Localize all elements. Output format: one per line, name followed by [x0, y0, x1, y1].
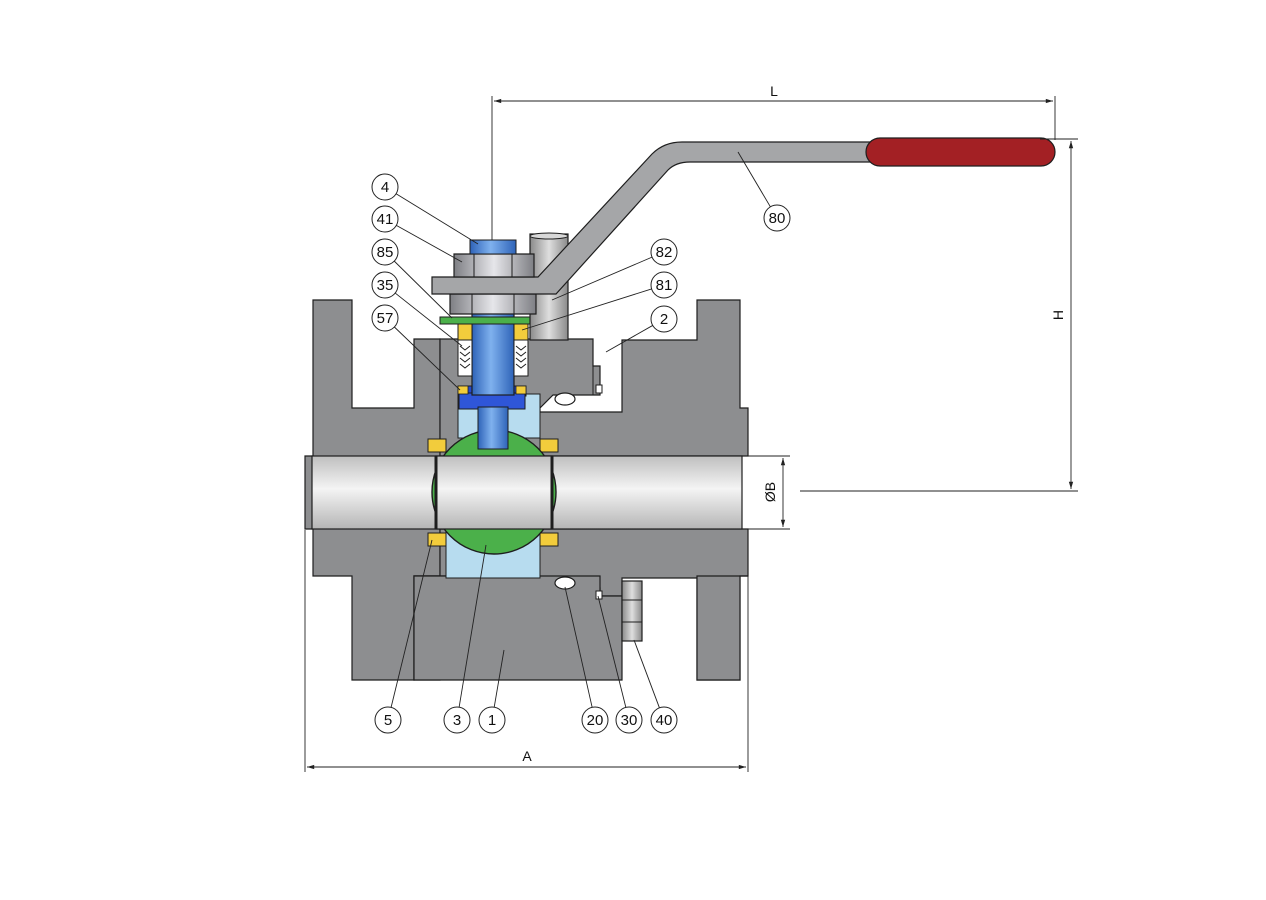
callout-leader [564, 586, 593, 708]
callout-30: 30 [597, 595, 643, 734]
callout-balloon [581, 706, 609, 734]
callout-82: 82 [551, 238, 678, 301]
callout-leader [396, 224, 463, 263]
stem-nut [453, 239, 535, 278]
callout-balloon [371, 238, 399, 266]
callout-balloon [371, 173, 399, 201]
callout-balloon [650, 238, 678, 266]
callout-number: 30 [621, 712, 638, 729]
callout-leader [633, 639, 660, 708]
callout-number: 2 [660, 311, 668, 328]
callout-balloon [650, 271, 678, 299]
callout-balloon [478, 706, 506, 734]
lever-handle [431, 137, 1056, 295]
callout-35: 35 [371, 271, 463, 347]
callout-balloon [374, 706, 402, 734]
callout-balloon [371, 304, 399, 332]
callout-number: 5 [384, 712, 392, 729]
callout-81: 81 [521, 271, 678, 331]
callout-leader [394, 292, 463, 347]
callout-leader [390, 539, 433, 708]
callout-number: 20 [587, 712, 604, 729]
lock-washer [439, 316, 545, 325]
callout-balloon [443, 706, 471, 734]
ball-seats [427, 438, 559, 547]
callout-leader [393, 260, 453, 319]
callout-85: 85 [371, 238, 453, 319]
callout-number: 81 [656, 277, 673, 294]
callout-balloon [650, 305, 678, 333]
callout-leader [395, 193, 479, 245]
callout-number: 40 [656, 712, 673, 729]
body-bolt [621, 580, 643, 642]
callout-number: 57 [377, 310, 394, 327]
callout-leader [737, 151, 771, 208]
dimension-lines [304, 96, 1078, 772]
callout-2: 2 [605, 305, 678, 353]
dim-label-height: H [1050, 310, 1066, 320]
dim-label-bore: ØB [762, 482, 778, 502]
callout-20: 20 [564, 586, 609, 734]
callout-number: 3 [453, 712, 461, 729]
callout-number: 41 [377, 211, 394, 228]
callout-41: 41 [371, 205, 463, 263]
part-callouts: 4 41 85 35 57 80 82 81 2 5 3 1 20 30 40 [371, 151, 791, 734]
callout-leader [605, 325, 653, 353]
callout-balloon [763, 204, 791, 232]
callout-number: 1 [488, 712, 496, 729]
callout-number: 80 [769, 210, 786, 227]
stem-packing [457, 323, 529, 377]
callout-4: 4 [371, 173, 479, 245]
callout-leader [597, 595, 627, 708]
dim-label-face-to-face: A [522, 748, 532, 764]
callout-1: 1 [478, 649, 506, 734]
callout-leader [458, 544, 487, 708]
callout-balloon [371, 271, 399, 299]
callout-balloon [371, 205, 399, 233]
callout-leader [493, 649, 505, 708]
callout-leader [521, 288, 652, 331]
callout-5: 5 [374, 539, 433, 734]
callout-57: 57 [371, 304, 461, 391]
callout-balloon [650, 706, 678, 734]
callout-3: 3 [443, 544, 487, 734]
callout-number: 82 [656, 244, 673, 261]
gland-nut [449, 293, 537, 315]
callout-balloon [615, 706, 643, 734]
stem-assembly [457, 312, 527, 450]
callout-leader [394, 326, 461, 391]
callout-number: 35 [377, 277, 394, 294]
callout-number: 4 [381, 179, 389, 196]
dim-label-length: L [770, 83, 778, 99]
callout-80: 80 [737, 151, 791, 232]
callout-number: 85 [377, 244, 394, 261]
callout-40: 40 [633, 639, 678, 734]
callout-leader [551, 256, 653, 301]
